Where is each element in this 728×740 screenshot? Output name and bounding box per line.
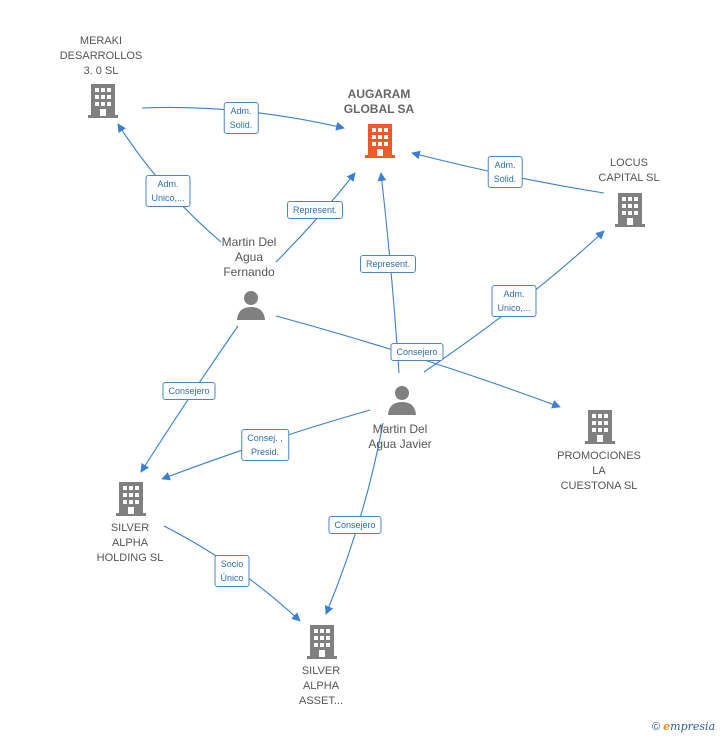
edge-label-javier-silver-holding[interactable]: Consej. , Presid. bbox=[241, 429, 289, 461]
edge-label-javier-locus[interactable]: Adm. Unico,... bbox=[491, 285, 537, 317]
silver-holding-building-icon[interactable] bbox=[116, 482, 146, 516]
brand-logo-e: e bbox=[663, 720, 671, 733]
javier-person-icon[interactable] bbox=[388, 386, 416, 415]
edge-label-locus-augaram[interactable]: Adm. Solid. bbox=[487, 156, 523, 188]
edge-label-fernando-silver-holding[interactable]: Consejero bbox=[162, 382, 216, 400]
edge-label-holding-asset[interactable]: Socio Único bbox=[214, 555, 250, 587]
edge-fernando-promociones bbox=[275, 315, 561, 409]
edge-label-javier-augaram[interactable]: Represent. bbox=[359, 255, 417, 273]
augaram-label[interactable]: AUGARAM GLOBAL SA bbox=[343, 87, 415, 116]
footer-brand: © empresia bbox=[652, 720, 715, 733]
javier-label[interactable]: Martin Del Agua Javier bbox=[368, 422, 432, 451]
augaram-building-icon[interactable] bbox=[365, 124, 395, 158]
locus-label[interactable]: LOCUS CAPITAL SL bbox=[598, 157, 660, 184]
edges bbox=[117, 106, 605, 622]
edge-label-fernando-augaram[interactable]: Represent. bbox=[286, 201, 344, 219]
brand-logo-rest: mpresia bbox=[670, 720, 716, 733]
promociones-label[interactable]: PROMOCIONES LA CUESTONA SL bbox=[557, 450, 641, 492]
brand-name[interactable]: empresia bbox=[663, 720, 715, 733]
silver-asset-building-icon[interactable] bbox=[307, 625, 337, 659]
meraki-label[interactable]: MERAKI DESARROLLOS 3. 0 SL bbox=[59, 35, 143, 77]
meraki-building-icon[interactable] bbox=[88, 84, 118, 118]
silver-asset-label[interactable]: SILVER ALPHA ASSET... bbox=[298, 665, 344, 707]
locus-building-icon[interactable] bbox=[615, 193, 645, 227]
promociones-building-icon[interactable] bbox=[585, 410, 615, 444]
edge-label-fernando-meraki[interactable]: Adm. Unico,... bbox=[145, 175, 191, 207]
edge-label-meraki-augaram[interactable]: Adm. Solid. bbox=[223, 102, 259, 134]
silver-holding-label[interactable]: SILVER ALPHA HOLDING SL bbox=[96, 522, 164, 564]
copyright-icon: © bbox=[652, 721, 661, 733]
edge-label-fernando-promociones[interactable]: Consejero bbox=[390, 343, 444, 361]
fernando-label[interactable]: Martin Del Agua Fernando bbox=[221, 235, 277, 279]
edge-label-javier-silver-asset[interactable]: Consejero bbox=[328, 516, 382, 534]
fernando-person-icon[interactable] bbox=[237, 291, 265, 320]
